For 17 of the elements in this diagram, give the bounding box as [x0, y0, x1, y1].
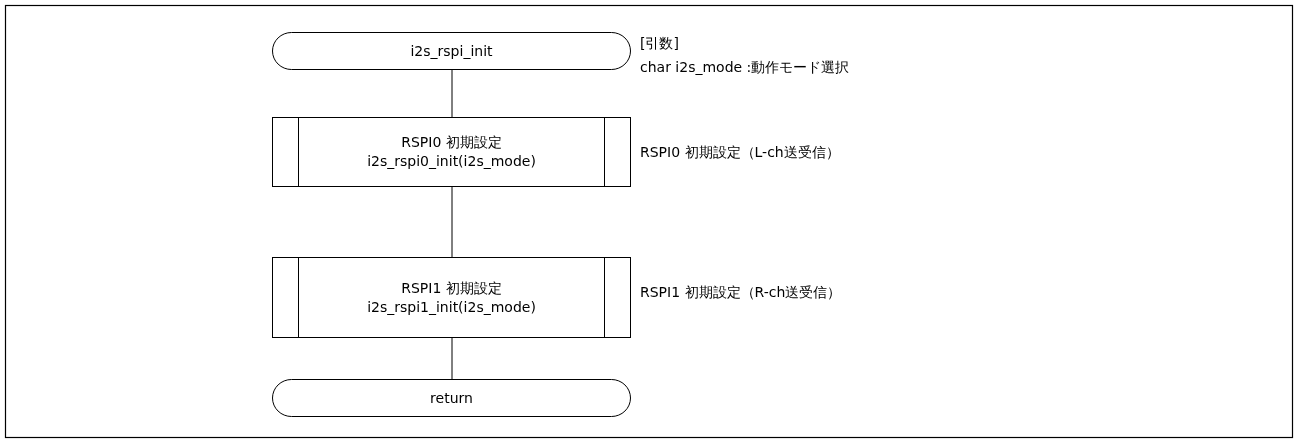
terminal-shape — [272, 379, 631, 417]
terminal-label: i2s_rspi_init — [410, 41, 493, 61]
connector-line — [451, 69, 453, 118]
connector-line — [451, 186, 453, 258]
step-title: RSPI0 初期設定 — [401, 133, 502, 152]
connector-line — [451, 337, 453, 380]
side-note: [引数] — [640, 34, 679, 53]
subroutine-box — [272, 117, 631, 187]
function-call: i2s_rspi0_init(i2s_mode) — [367, 152, 536, 171]
terminal-label: return — [430, 388, 473, 408]
side-note: char i2s_mode :動作モード選択 — [640, 58, 850, 77]
terminal-shape — [272, 32, 631, 70]
function-call: i2s_rspi1_init(i2s_mode) — [367, 297, 536, 317]
side-note: RSPI0 初期設定（L-ch送受信） — [640, 143, 840, 162]
side-note: RSPI1 初期設定（R-ch送受信） — [640, 283, 842, 302]
step-title: RSPI1 初期設定 — [401, 278, 502, 298]
subroutine-box — [272, 257, 631, 338]
